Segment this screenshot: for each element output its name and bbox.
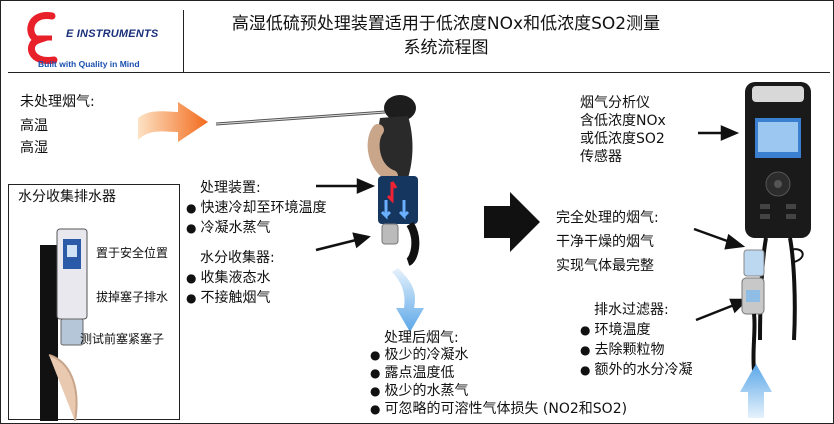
water-collector-box	[8, 184, 180, 421]
water-trap-photo-icon	[40, 228, 88, 421]
treatment-label: 处理装置:	[200, 180, 261, 196]
collector-label: 水分收集器:	[200, 250, 275, 266]
clean-gas-line-1: 完全处理的烟气:	[556, 210, 659, 226]
title-line-2: 系统流程图	[403, 38, 489, 58]
probe-icon	[215, 95, 416, 182]
raw-gas-high-humidity: 高湿	[20, 140, 48, 156]
collector-item: 收集液态水	[186, 268, 270, 288]
logo-swoosh-icon	[27, 12, 58, 64]
drain-filter-icon	[741, 249, 765, 371]
treated-gas-label: 处理后烟气:	[384, 330, 459, 346]
treated-gas-list: 极少的冷凝水 露点温度低 极少的水蒸气 可忽略的可溶性气体损失 (NO2和SO2…	[370, 346, 627, 418]
process-arrow-icon	[484, 192, 540, 252]
collector-item: 不接触烟气	[186, 288, 270, 308]
raw-gas-high-temp: 高温	[20, 118, 48, 134]
drain-filter-item: 额外的水分冷凝	[580, 360, 692, 380]
clean-gas-label: 完全处理的烟气: 干净干燥的烟气 实现气体最完整	[556, 206, 659, 278]
logo-tagline: Built with Quality in Mind	[38, 59, 140, 69]
title-line-1: 高湿低硫预处理装置适用于低浓度NOx和低浓度SO2测量	[231, 14, 661, 34]
company-logo: E INSTRUMENTS Built with Quality in Mind	[8, 6, 178, 70]
gas-analyzer-icon	[745, 82, 811, 341]
cooling-unit-icon	[378, 176, 420, 266]
treated-gas-item: 极少的水蒸气	[370, 382, 627, 400]
analyzer-line-4: 传感器	[580, 149, 622, 165]
clean-gas-line-2: 干净干燥的烟气	[556, 234, 654, 250]
cool-gas-down-arrow-icon	[392, 268, 424, 332]
drain-filter-list: 环境温度 去除颗粒物 额外的水分冷凝	[580, 320, 692, 380]
drain-filter-item: 去除颗粒物	[580, 340, 692, 360]
treatment-item: 快速冷却至环境温度	[186, 198, 326, 218]
analyzer-label: 烟气分析仪 含低浓度NOx 或低浓度SO2 传感器	[580, 94, 666, 166]
treated-gas-item: 极少的冷凝水	[370, 346, 627, 364]
header-vertical-divider	[183, 10, 184, 72]
collector-step-1: 置于安全位置	[96, 246, 169, 260]
logo-wordmark: E INSTRUMENTS	[66, 28, 159, 40]
collector-list: 收集液态水 不接触烟气	[186, 268, 270, 308]
cool-gas-up-arrow-icon	[740, 364, 772, 418]
pointer-arrows	[315, 125, 750, 322]
drain-filter-label: 排水过滤器:	[594, 302, 669, 318]
collector-box-title: 水分收集排水器	[18, 189, 116, 205]
analyzer-line-2: 含低浓度NOx	[580, 113, 666, 129]
collector-step-3: 测试前塞紧塞子	[80, 332, 165, 346]
treatment-item: 冷凝水蒸气	[186, 218, 326, 238]
drain-filter-item: 环境温度	[580, 320, 692, 340]
clean-gas-line-3: 实现气体最完整	[556, 258, 654, 274]
treated-gas-item: 可忽略的可溶性气体损失 (NO2和SO2)	[370, 400, 627, 418]
page-title: 高湿低硫预处理装置适用于低浓度NOx和低浓度SO2测量 系统流程图	[186, 12, 706, 60]
analyzer-line-3: 或低浓度SO2	[580, 131, 665, 147]
treatment-list: 快速冷却至环境温度 冷凝水蒸气	[186, 198, 326, 238]
collector-step-2: 拔掉塞子排水	[96, 290, 169, 304]
analyzer-line-1: 烟气分析仪	[580, 95, 650, 111]
treated-gas-item: 露点温度低	[370, 364, 627, 382]
raw-gas-label: 未处理烟气:	[20, 94, 95, 110]
hot-gas-arrow-icon	[138, 102, 208, 142]
header-divider	[8, 72, 830, 73]
